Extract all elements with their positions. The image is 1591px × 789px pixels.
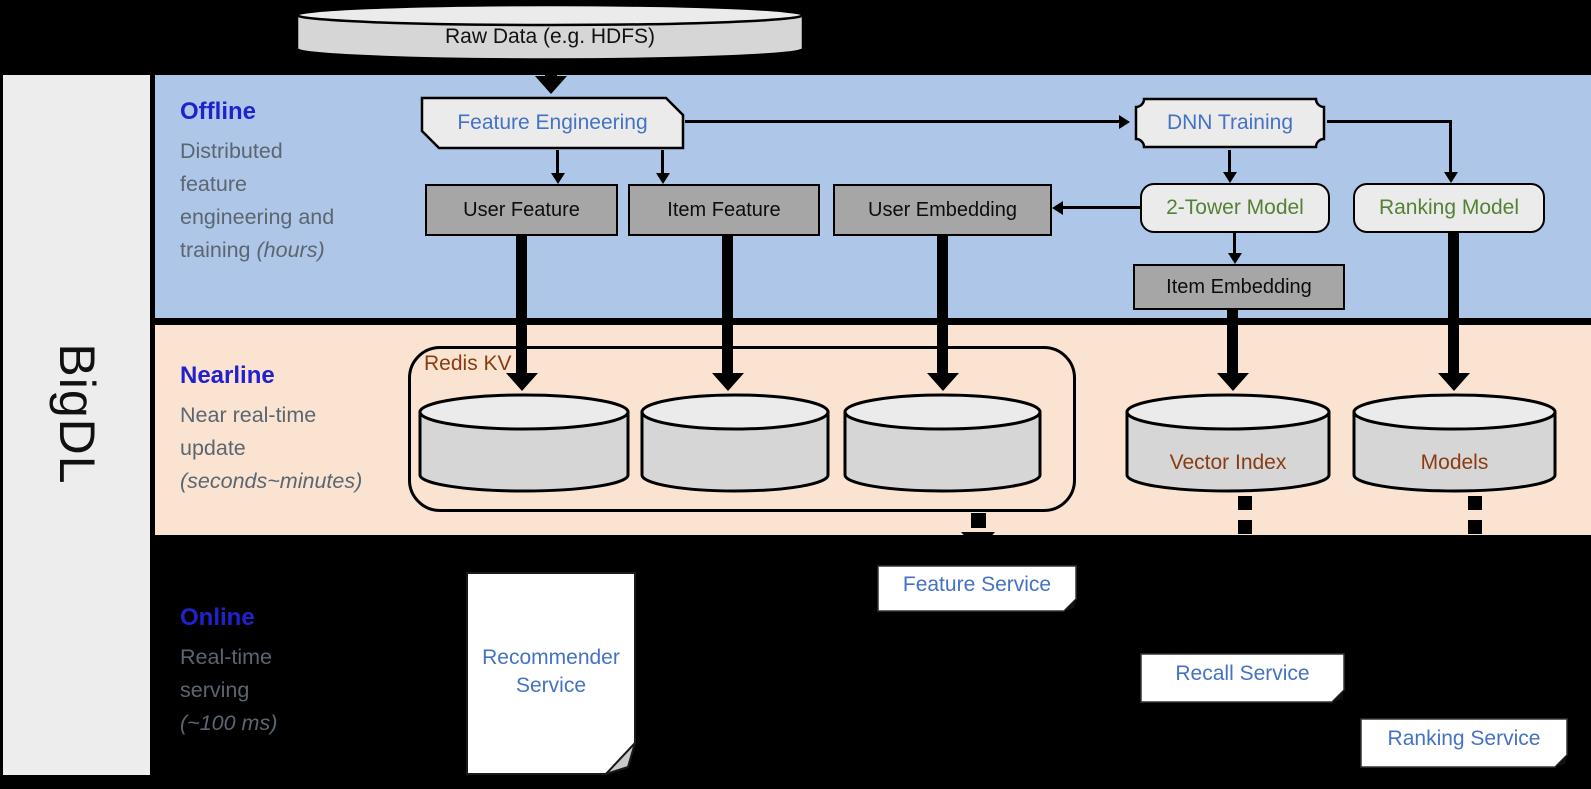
arrow-ranking-model-to-models	[1448, 233, 1459, 373]
offline-desc-line: feature	[180, 172, 247, 196]
ranking-model-node: Ranking Model	[1353, 183, 1545, 233]
user-embedding-label: User Embedding	[868, 198, 1017, 221]
online-desc-line: (~100 ms)	[180, 707, 415, 740]
dnn-training-label: DNN Training	[1166, 111, 1294, 134]
ranking-service-node: Ranking Service	[1360, 718, 1568, 768]
nearline-section-labels: Nearline Near real-time update (seconds~…	[180, 362, 425, 498]
offline-desc-last: training	[180, 238, 251, 262]
document-shape	[466, 572, 636, 777]
offline-desc-italic: (hours)	[256, 238, 325, 262]
folded-corner-shape	[877, 565, 1077, 612]
offline-desc-line: engineering and	[180, 205, 335, 229]
redis-cylinder-2	[640, 392, 830, 497]
offline-section-labels: Offline Distributed feature engineering …	[180, 98, 415, 267]
vector-index-store: Vector Index	[1125, 392, 1331, 497]
dashed-arrowhead-feature-service	[961, 532, 995, 551]
bigdl-logo-text: BigDL	[48, 343, 105, 485]
offline-title: Offline	[180, 98, 256, 125]
dashed-connector-models	[1468, 496, 1482, 510]
cylinder-shape	[843, 393, 1042, 493]
online-description: Real-time serving (~100 ms)	[180, 641, 415, 740]
cylinder-shape	[1125, 393, 1331, 493]
cylinder-shape	[295, 3, 805, 61]
redis-kv-container	[408, 346, 1076, 512]
recommender-service-label: Recommender Service	[482, 646, 620, 697]
nearline-desc-line: (seconds~minutes)	[180, 465, 425, 498]
offline-desc-line: Distributed	[180, 139, 283, 163]
two-tower-model-node: 2-Tower Model	[1140, 183, 1330, 233]
arrow-user-embedding-to-redis	[937, 236, 948, 373]
item-embedding-node: Item Embedding	[1133, 264, 1345, 310]
online-title: Online	[180, 604, 255, 631]
arrow-dnn-to-two-tower	[1228, 150, 1231, 172]
feature-engineering-node: Feature Engineering	[420, 96, 685, 150]
redis-kv-label: Redis KV	[424, 352, 512, 375]
online-desc-line: serving	[180, 678, 250, 702]
nearline-title: Nearline	[180, 362, 275, 389]
snip-corner-shape	[420, 96, 685, 150]
ranking-service-label: Ranking Service	[1387, 727, 1541, 750]
ranking-model-label: Ranking Model	[1378, 196, 1520, 219]
raw-data-label: Raw Data (e.g. HDFS)	[444, 24, 656, 48]
bigdl-sidebar: BigDL	[3, 75, 150, 775]
recall-service-node: Recall Service	[1140, 653, 1345, 703]
raw-data-store: Raw Data (e.g. HDFS)	[295, 3, 805, 62]
item-embedding-label: Item Embedding	[1166, 275, 1312, 298]
online-section-labels: Online Real-time serving (~100 ms)	[180, 604, 415, 740]
cylinder-shape	[1352, 393, 1557, 493]
item-feature-node: Item Feature	[628, 184, 820, 236]
redis-cylinder-3	[843, 392, 1042, 497]
arrow-item-embedding-to-vector-index	[1227, 310, 1238, 373]
vector-index-label: Vector Index	[1169, 450, 1287, 474]
online-desc-italic: (~100 ms)	[180, 711, 278, 735]
dashed-connector-vector-index	[1238, 496, 1252, 510]
feature-engineering-label: Feature Engineering	[457, 111, 648, 134]
models-label: Models	[1420, 450, 1489, 474]
arrow-rawdata-to-feature-engineering	[545, 60, 557, 76]
user-feature-label: User Feature	[463, 198, 580, 221]
feature-service-node: Feature Service	[877, 565, 1077, 612]
models-store: Models	[1352, 392, 1557, 497]
redis-cylinder-1	[418, 392, 630, 497]
arrow-fe-to-item-feature	[661, 150, 664, 173]
two-tower-model-label: 2-Tower Model	[1166, 196, 1304, 219]
nearline-desc-italic: (seconds~minutes)	[180, 469, 363, 493]
nearline-desc-line: Near real-time	[180, 403, 317, 427]
arrow-two-tower-to-item-embedding	[1233, 233, 1236, 253]
folded-corner-shape	[1140, 653, 1345, 703]
dashed-arrow-redis-to-feature-service	[971, 513, 986, 528]
plaque-shape	[1134, 97, 1326, 149]
feature-service-label: Feature Service	[902, 572, 1052, 596]
user-feature-node: User Feature	[425, 184, 618, 236]
offline-nearline-divider	[155, 318, 1591, 325]
cylinder-shape	[418, 393, 630, 493]
item-feature-label: Item Feature	[667, 198, 781, 221]
recall-service-label: Recall Service	[1175, 662, 1310, 685]
arrow-dnn-to-ranking-model	[1449, 121, 1452, 172]
dnn-training-node: DNN Training	[1133, 96, 1327, 150]
nearline-description: Near real-time update (seconds~minutes)	[180, 399, 425, 498]
user-embedding-node: User Embedding	[833, 184, 1052, 236]
online-desc-line: Real-time	[180, 645, 272, 669]
arrow-user-feature-to-redis	[516, 236, 527, 373]
arrow-fe-to-dnn-training	[685, 120, 1119, 123]
dashed-connector-vector-index	[1238, 520, 1252, 534]
dashed-connector-models	[1468, 520, 1482, 534]
nearline-desc-line: update	[180, 436, 246, 460]
offline-description: Distributed feature engineering and trai…	[180, 135, 415, 267]
offline-desc-line: training (hours)	[180, 234, 415, 267]
arrow-fe-to-user-feature	[556, 150, 559, 173]
folded-corner-shape	[1360, 718, 1568, 768]
recommender-service-node: Recommender Service	[466, 572, 636, 777]
arrow-item-feature-to-redis	[722, 236, 733, 373]
cylinder-shape	[640, 393, 830, 493]
line-dnn-to-ranking-model	[1327, 120, 1452, 123]
arrow-two-tower-to-user-embedding	[1063, 206, 1140, 209]
